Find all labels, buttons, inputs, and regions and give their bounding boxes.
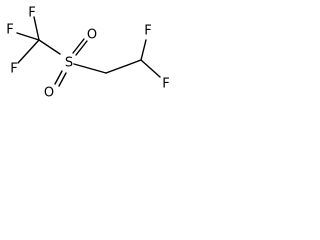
- atom-label-f-top: F: [28, 6, 35, 21]
- bond-sulfur-c2: [73, 63, 107, 74]
- bond-c2-c3: [105, 59, 142, 74]
- atom-label-sulfur: S: [65, 56, 73, 71]
- bond-s-o-lower-b: [58, 72, 67, 87]
- bond-c3-f-right-top: [140, 39, 147, 61]
- chemical-structure: F F F S O O F F: [6, 6, 169, 101]
- atom-label-oxygen-upper: O: [87, 28, 97, 43]
- atom-label-f-left: F: [6, 23, 13, 38]
- atom-label-f-bottom: F: [10, 62, 17, 77]
- bond-s-o-upper-a: [75, 40, 88, 56]
- atom-label-f-right-bottom: F: [162, 77, 169, 92]
- bond-s-o-lower-a: [54, 70, 63, 85]
- bond-c1-f-top: [33, 16, 40, 41]
- bond-c1-f-bottom: [17, 39, 40, 64]
- atom-label-oxygen-lower: O: [44, 86, 54, 101]
- atom-label-f-right-top: F: [144, 24, 151, 39]
- bond-c1-f-left: [16, 32, 40, 41]
- bond-c1-sulfur: [38, 39, 61, 55]
- atom-labels: F F F S O O F F: [6, 6, 169, 101]
- bond-s-o-upper-b: [72, 38, 85, 54]
- bond-c3-f-right-bottom: [140, 59, 161, 78]
- bonds: [16, 16, 161, 87]
